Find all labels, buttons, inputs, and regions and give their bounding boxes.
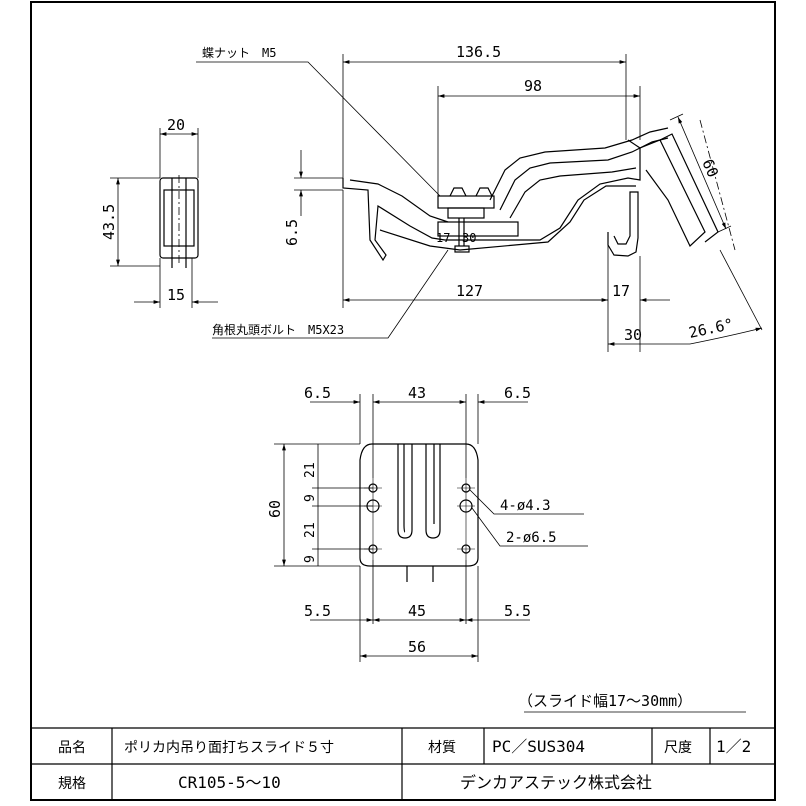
bottom-view-plate <box>359 443 479 582</box>
bottom-dim-9-b: 9 <box>303 555 318 563</box>
bottom-dim-5-5-right: 5.5 <box>504 602 531 620</box>
note-slide-width: （スライド幅17～30mm） <box>518 692 692 710</box>
front-dim-60: 60 <box>698 156 722 180</box>
title-block <box>31 727 775 800</box>
bottom-view-centerlines <box>364 478 475 560</box>
front-dim-30: 30 <box>624 326 642 344</box>
title-scale-label: 尺度 <box>664 740 692 756</box>
side-dim-43-5: 43.5 <box>100 204 118 240</box>
bottom-dim-56: 56 <box>408 638 426 656</box>
side-view <box>110 128 218 308</box>
bottom-dim-5-5-left: 5.5 <box>304 602 331 620</box>
title-product-name-label: 品名 <box>58 740 86 756</box>
bottom-dim-45: 45 <box>408 602 426 620</box>
bracket-mark-17: 17 <box>436 231 450 245</box>
title-spec-value: CR105-5～10 <box>178 773 281 792</box>
front-dim-angle: 26.6° <box>687 315 735 342</box>
front-view-bracket <box>342 119 736 262</box>
bottom-dim-60: 60 <box>266 500 284 518</box>
title-material-label: 材質 <box>428 740 456 756</box>
bottom-dim-9-a: 9 <box>303 494 318 502</box>
bottom-dim-43: 43 <box>408 384 426 402</box>
front-dim-6-5: 6.5 <box>283 219 301 246</box>
front-dim-136-5: 136.5 <box>456 43 501 61</box>
side-dim-15: 15 <box>167 286 185 304</box>
title-material-value: PC／SUS304 <box>492 737 585 756</box>
title-product-name-value: ポリカ内吊り面打ちスライド５寸 <box>124 739 334 756</box>
label-bolt: 角根丸頭ボルト M5X23 <box>212 323 344 337</box>
bottom-dim-21-mid: 21 <box>303 522 318 538</box>
front-view-dimensions <box>196 54 763 352</box>
bottom-view-dimensions <box>274 394 588 662</box>
label-wing-nut: 蝶ナット M5 <box>202 45 276 60</box>
front-dim-98: 98 <box>524 77 542 95</box>
bracket-mark-30: 30 <box>462 231 476 245</box>
front-dim-127: 127 <box>456 282 483 300</box>
title-spec-label: 規格 <box>58 776 86 792</box>
bottom-dim-21-top: 21 <box>303 462 318 478</box>
bottom-dim-6-5-right: 6.5 <box>504 384 531 402</box>
front-dim-17: 17 <box>612 282 630 300</box>
title-company: デンカアステック株式会社 <box>460 773 652 792</box>
bottom-dim-6-5-left: 6.5 <box>304 384 331 402</box>
drawing-border <box>30 1 776 801</box>
side-dim-20: 20 <box>167 116 185 134</box>
title-scale-value: 1／2 <box>716 737 751 756</box>
label-holes-large: 2-ø6.5 <box>506 530 557 546</box>
label-holes-small: 4-ø4.3 <box>500 498 551 514</box>
